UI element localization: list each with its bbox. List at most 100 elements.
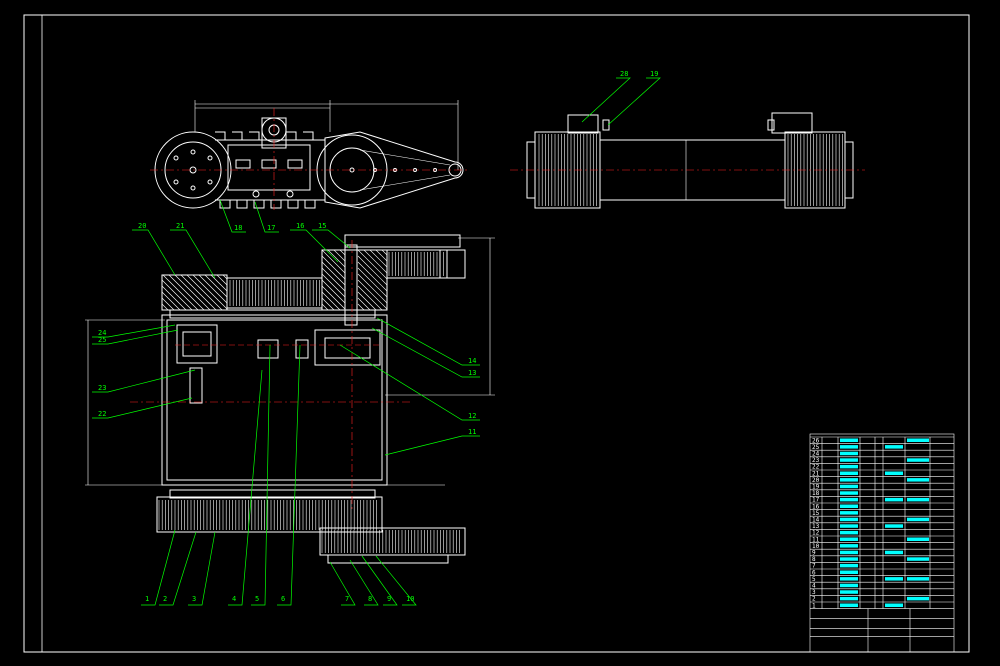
part-number-7: 7 <box>345 595 349 603</box>
leader-line <box>277 344 301 606</box>
section-hatch-line <box>321 279 346 304</box>
table-name-cell <box>840 445 858 449</box>
leader-line <box>92 397 193 419</box>
table-material-cell <box>907 458 929 462</box>
section-hatch-line <box>174 274 211 311</box>
section-hatch-line <box>321 297 335 311</box>
table-row-number: 23 <box>812 457 820 464</box>
section-hatch-line <box>180 274 217 311</box>
section-hatch-line <box>161 297 175 311</box>
section-hatch-line <box>186 274 223 311</box>
section-hatch-line <box>363 249 388 274</box>
table-row-number: 21 <box>812 470 820 477</box>
table-name-cell <box>840 438 858 442</box>
table-row-number: 19 <box>812 484 820 491</box>
section-hatch-line <box>339 249 346 256</box>
part-number-13: 13 <box>468 369 476 377</box>
table-row-number: 20 <box>812 477 820 484</box>
table-row-number: 5 <box>812 576 816 583</box>
table-row-number: 7 <box>812 563 816 570</box>
table-standard-cell <box>885 577 903 581</box>
main-section-view <box>85 234 495 564</box>
part-number-17: 17 <box>267 224 275 232</box>
section-hatch-line <box>321 249 346 274</box>
leader-line <box>376 317 480 366</box>
table-name-cell <box>840 596 858 601</box>
table-name-cell <box>840 544 858 548</box>
part-number-19: 19 <box>650 70 658 78</box>
table-standard-cell <box>885 550 903 555</box>
part-number-21: 21 <box>176 222 184 230</box>
leader-line <box>170 229 216 279</box>
leader-line <box>384 435 480 456</box>
leader-line <box>92 369 196 393</box>
parts-list-text: 2625242322212019181716151413121110987654… <box>812 437 929 609</box>
section-hatch-line <box>192 274 228 310</box>
section-hatch-line <box>222 274 228 280</box>
section-hatch-line <box>375 249 388 262</box>
section-hatch-line <box>210 274 228 292</box>
table-name-cell <box>840 497 858 502</box>
part-number-15: 15 <box>318 222 326 230</box>
table-name-cell <box>840 557 858 561</box>
part-number-6: 6 <box>281 595 285 603</box>
section-hatch-line <box>369 249 388 268</box>
part-number-20: 20 <box>138 222 146 230</box>
table-row-number: 22 <box>812 464 820 471</box>
section-hatch-line <box>161 291 181 311</box>
part-number-2: 2 <box>163 595 167 603</box>
section-hatching <box>158 249 460 553</box>
section-hatch-line <box>357 261 388 292</box>
section-hatch-line <box>321 273 346 298</box>
table-name-cell <box>840 478 858 482</box>
leader-line <box>92 329 179 345</box>
section-hatch-line <box>327 249 346 268</box>
section-hatch-line <box>357 291 377 311</box>
leader-line <box>159 531 197 606</box>
section-hatch-line <box>357 267 388 298</box>
table-standard-cell <box>885 471 903 475</box>
section-hatch-line <box>321 285 346 310</box>
table-material-cell <box>907 478 929 482</box>
section-hatch-line <box>381 249 388 256</box>
table-material-cell <box>907 517 929 522</box>
table-material-cell <box>907 596 929 601</box>
table-row-number: 18 <box>812 490 820 497</box>
table-row-number: 9 <box>812 550 816 557</box>
table-name-cell <box>840 524 858 528</box>
section-hatch-line <box>198 274 228 304</box>
leader-line <box>375 555 417 606</box>
table-name-cell <box>840 577 858 581</box>
table-row-number: 10 <box>812 543 820 550</box>
section-hatch-line <box>357 249 388 280</box>
table-row-number: 8 <box>812 556 816 563</box>
section-hatch-line <box>161 279 193 311</box>
outer-frame <box>23 14 970 653</box>
table-material-cell <box>907 497 929 502</box>
leader-line <box>219 199 246 233</box>
table-material-cell <box>907 438 929 442</box>
table-row-number: 25 <box>812 444 820 451</box>
table-name-cell <box>840 504 858 508</box>
table-standard-cell <box>885 524 903 528</box>
section-hatch-line <box>161 285 187 311</box>
leader-line <box>141 529 176 606</box>
part-number-24: 24 <box>98 329 106 337</box>
leader-line <box>339 344 480 421</box>
part-number-28: 28 <box>620 70 628 78</box>
table-row-number: 14 <box>812 517 820 524</box>
table-name-cell <box>840 484 858 489</box>
part-number-9: 9 <box>387 595 391 603</box>
part-number-18: 18 <box>234 224 242 232</box>
table-row-number: 3 <box>812 589 816 596</box>
table-name-cell <box>840 458 858 462</box>
section-hatch-line <box>357 303 365 311</box>
section-hatch-line <box>321 261 346 286</box>
leader-line <box>371 327 480 378</box>
table-name-cell <box>840 451 858 456</box>
table-row-number: 13 <box>812 523 820 530</box>
part-number-23: 23 <box>98 384 106 392</box>
table-name-cell <box>840 471 858 475</box>
part-number-14: 14 <box>468 357 476 365</box>
